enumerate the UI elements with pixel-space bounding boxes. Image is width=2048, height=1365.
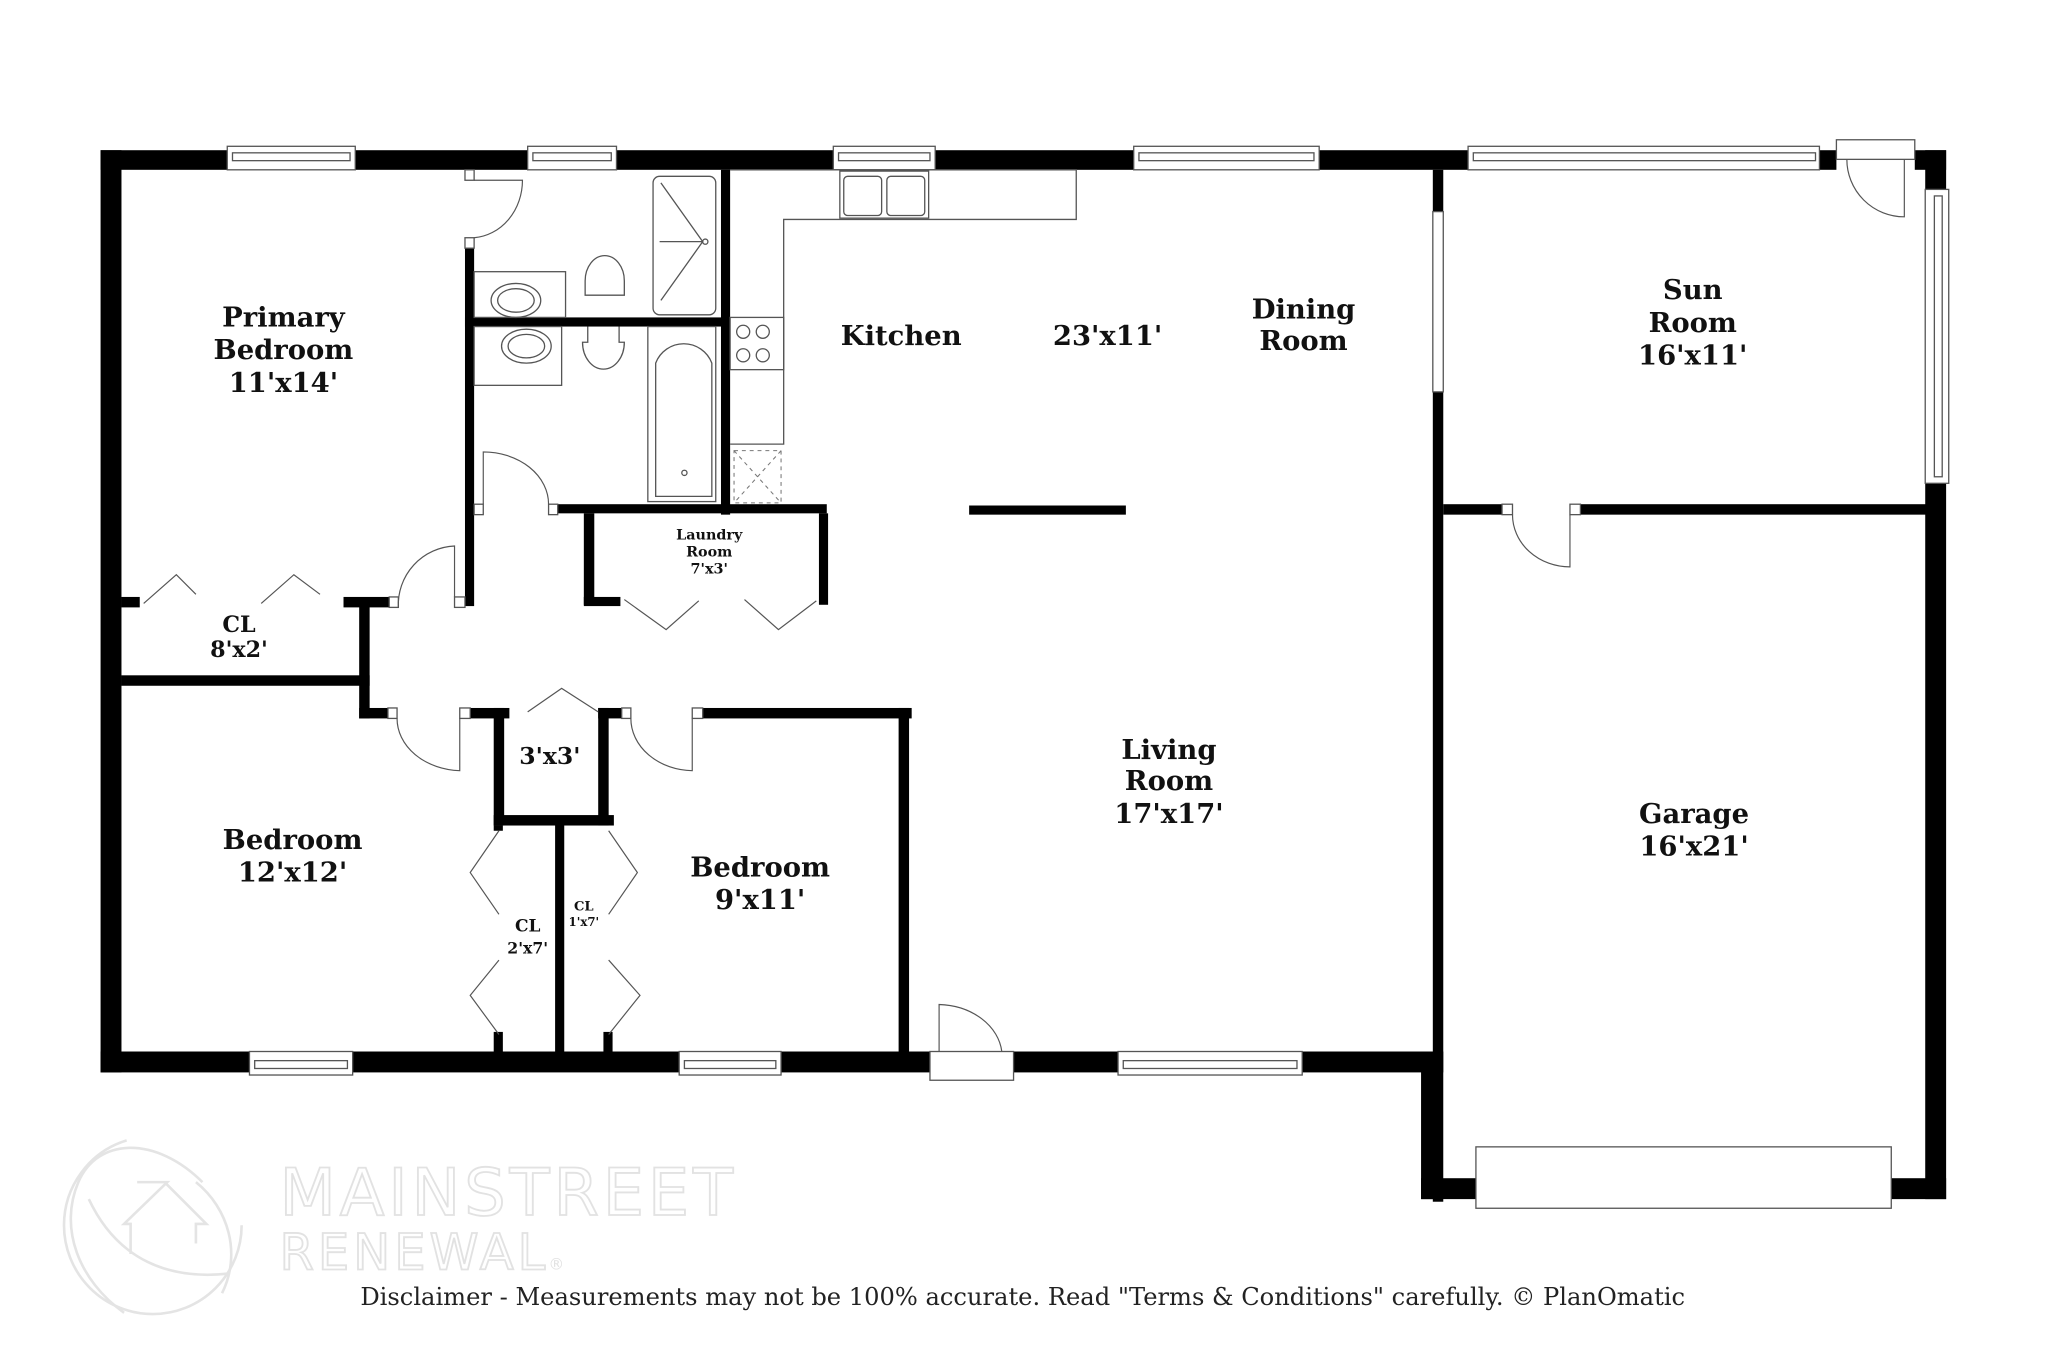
room-label-hall-closet: 3'x3' [519,742,580,770]
svg-text:Living: Living [1121,734,1216,766]
stove-icon [729,316,785,371]
room-label-laundry-room: Laundry Room 7'x3' [676,527,743,577]
windows [226,145,1950,1209]
svg-text:CL: CL [222,612,256,638]
watermark-line1: MAINSTREET [280,1155,737,1231]
svg-text:12'x12': 12'x12' [238,857,347,889]
sink-icon-lower [473,325,563,386]
sink-icon-upper [473,271,567,319]
room-label-bedroom-3: Bedroom 9'x11' [690,851,830,916]
room-label-closet-bedroom-2: CL 2'x7' [507,916,548,957]
svg-text:Sun: Sun [1663,274,1723,306]
room-label-living-room: Living Room 17'x17' [1114,734,1223,830]
kitchen-sink-icon [839,170,930,219]
svg-text:CL: CL [515,916,541,936]
svg-text:Garage: Garage [1639,798,1749,830]
shower-icon [652,175,717,316]
watermark-registered-mark: ® [549,1255,565,1274]
room-label-primary-bedroom: Primary Bedroom 11'x14' [214,302,354,399]
svg-text:Primary: Primary [222,302,346,334]
watermark-line2: RENEWAL [280,1224,550,1282]
window-kitchen [832,145,936,171]
exterior-walls [100,150,1947,1200]
svg-text:11'x14': 11'x14' [229,367,338,399]
door-front [929,1003,1015,1081]
door-hall-bath [473,451,559,516]
window-bedroom-2 [248,1050,354,1076]
window-dining-side [1432,210,1444,393]
svg-text:CL: CL [574,899,594,914]
disclaimer-text: Disclaimer - Measurements may not be 100… [360,1283,1685,1311]
svg-text:3'x3': 3'x3' [519,742,580,770]
room-label-bedroom-2: Bedroom 12'x12' [223,824,363,889]
svg-text:Bedroom: Bedroom [223,824,363,856]
door-sunroom-exterior [1835,139,1916,218]
svg-text:7'x3': 7'x3' [691,561,728,577]
svg-text:Room: Room [686,544,732,560]
fixtures [473,169,1077,504]
door-primary-bedroom [388,545,466,609]
svg-text:Dining: Dining [1252,294,1356,326]
window-dining [1133,145,1320,171]
svg-text:17'x17': 17'x17' [1114,798,1223,830]
svg-text:Room: Room [1649,307,1737,339]
bifold-door-cl-2x7 [469,830,500,1035]
room-label-sun-room: Sun Room 16'x11' [1638,274,1747,371]
room-label-closet-primary: CL 8'x2' [210,612,268,663]
room-label-garage: Garage 16'x21' [1639,798,1749,863]
room-label-closet-bedroom-3: CL 1'x7' [569,899,600,929]
door-primary-bath [464,169,524,249]
window-sunroom-top [1467,145,1821,171]
garage-door [1475,1146,1892,1209]
room-label-kitchen: Kitchen 23'x11' [841,320,1163,352]
window-bedroom-3 [678,1050,782,1076]
bathtub-icon [647,325,717,503]
bifold-door-3x3 [527,687,599,713]
svg-text:2'x7': 2'x7' [507,939,548,958]
svg-text:Bedroom: Bedroom [690,851,830,883]
door-bedroom-2 [387,707,471,772]
door-bedroom-3 [621,707,704,772]
interior-walls [121,169,1928,1202]
window-primary-bedroom [226,145,356,171]
bifold-door-cl-1x7 [608,830,641,1035]
toilet-icon [581,255,625,370]
svg-text:Kitchen: Kitchen [841,320,962,352]
svg-text:Room: Room [1259,325,1347,357]
svg-text:Bedroom: Bedroom [214,334,354,366]
window-living [1117,1050,1303,1076]
doors [143,139,1916,1081]
room-label-dining-room: Dining Room [1252,294,1356,357]
kitchen-counter [730,169,1077,445]
refrigerator-icon [733,450,782,504]
svg-text:16'x11': 16'x11' [1638,339,1747,371]
mainstreet-renewal-logo-icon [62,1135,243,1316]
bifold-door-laundry [623,599,817,631]
bifold-door-cl-8x2 [143,573,321,604]
window-primary-bath [527,145,618,171]
svg-text:16'x21': 16'x21' [1639,831,1748,863]
svg-text:Room: Room [1125,765,1213,797]
door-garage-sunroom [1501,503,1582,568]
svg-text:Laundry: Laundry [676,527,743,543]
window-sunroom-right [1924,188,1950,484]
svg-text:23'x11': 23'x11' [1053,320,1162,352]
svg-text:9'x11': 9'x11' [715,884,805,916]
svg-text:8'x2': 8'x2' [210,637,268,663]
svg-text:1'x7': 1'x7' [569,915,600,929]
